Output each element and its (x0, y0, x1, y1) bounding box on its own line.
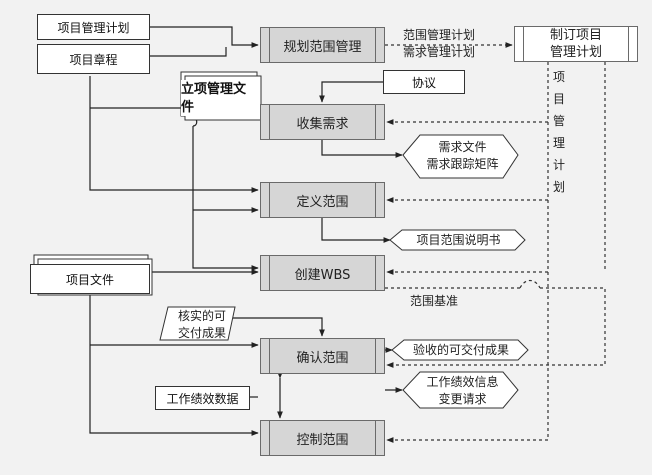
vplan-char-5: 计 (552, 158, 565, 172)
input-project-mgmt-plan: 项目管理计划 (37, 14, 150, 40)
accepted-deliverables-shape (391, 339, 529, 361)
process-define-scope-label: 定义范围 (296, 194, 349, 210)
develop-plan-line1: 制订项目 (549, 28, 602, 43)
req-docs-line2: 需求跟踪矩阵 (426, 157, 499, 171)
input-project-docs: 项目文件 (30, 264, 150, 294)
process-plan-scope-label: 规划范围管理 (283, 39, 362, 55)
work-perf-info-shape (402, 371, 519, 409)
process-create-wbs[interactable]: 创建WBS (260, 255, 385, 291)
verified-deliverables-line2: 交付成果 (177, 326, 226, 340)
work-perf-info-line1: 工作绩效信息 (426, 375, 499, 389)
input-verified-deliverables: 核实的可 交付成果 (172, 308, 232, 342)
initiation-docs-label: 立项管理文 件 (181, 80, 259, 116)
process-plan-scope[interactable]: 规划范围管理 (260, 27, 385, 63)
input-agreements-label: 协议 (411, 75, 436, 90)
process-develop-plan[interactable]: 制订项目 管理计划 (514, 26, 638, 62)
process-control-scope-label: 控制范围 (296, 432, 349, 448)
req-docs-shape (402, 134, 519, 179)
vplan-char-1: 项 (552, 70, 565, 84)
label-scope-baseline: 范围基准 (410, 294, 459, 308)
output-accepted-deliverables: 验收的可交付成果 (412, 343, 509, 357)
initiation-docs-line2: 件 (181, 99, 195, 114)
label-req-mgmt-plan: 需求管理计划 (403, 45, 476, 59)
vplan-char-3: 管 (552, 114, 565, 128)
input-project-charter: 项目章程 (37, 44, 150, 74)
input-project-docs-label: 项目文件 (65, 272, 114, 287)
process-define-scope[interactable]: 定义范围 (260, 182, 385, 218)
process-control-scope[interactable]: 控制范围 (260, 420, 385, 456)
vplan-char-2: 目 (552, 92, 565, 106)
process-validate-scope-label: 确认范围 (296, 350, 349, 366)
output-work-perf-info: 工作绩效信息 变更请求 (420, 374, 505, 408)
scope-statement-shape (389, 229, 526, 251)
output-scope-statement: 项目范围说明书 (416, 233, 501, 247)
work-perf-info-line2: 变更请求 (438, 392, 487, 406)
label-vertical-plan: 项 目 管 理 计 划 (552, 66, 566, 198)
verified-deliverables-line1: 核实的可 (177, 309, 226, 323)
initiation-docs-line1: 立项管理文 (181, 81, 247, 96)
input-project-charter-label: 项目章程 (69, 52, 118, 67)
process-collect-req[interactable]: 收集需求 (260, 104, 385, 140)
label-scope-mgmt-plan: 范围管理计划 (403, 28, 476, 42)
req-docs-line1: 需求文件 (438, 140, 487, 154)
input-agreements: 协议 (383, 70, 465, 94)
process-collect-req-label: 收集需求 (296, 116, 349, 132)
vplan-char-4: 理 (552, 136, 565, 150)
process-create-wbs-label: 创建WBS (294, 267, 351, 283)
input-work-perf-data: 工作绩效数据 (155, 386, 250, 410)
input-project-mgmt-plan-label: 项目管理计划 (57, 20, 130, 35)
output-req-docs: 需求文件 需求跟踪矩阵 (420, 139, 505, 173)
input-work-perf-data-label: 工作绩效数据 (166, 391, 239, 406)
develop-plan-line2: 管理计划 (549, 45, 602, 60)
verified-deliverables-shape (159, 306, 236, 341)
process-validate-scope[interactable]: 确认范围 (260, 338, 385, 374)
vplan-char-6: 划 (552, 180, 565, 194)
